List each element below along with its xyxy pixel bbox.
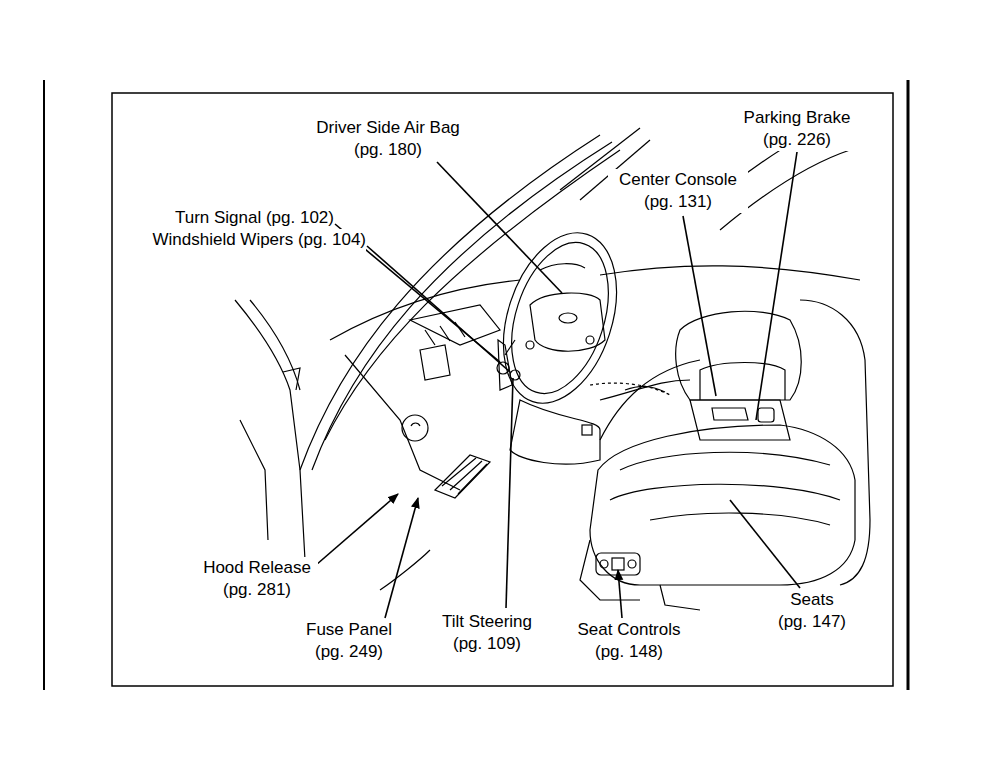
pedal <box>435 455 490 498</box>
callout-label: Parking Brake (pg. 226) <box>735 107 860 151</box>
callout-label: Tilt Steering (pg. 109) <box>431 611 543 655</box>
leader-line <box>730 500 800 588</box>
callout-label: Center Console (pg. 131) <box>608 169 748 213</box>
leader-line <box>506 378 513 608</box>
steering-column <box>497 340 520 390</box>
leader-line <box>367 246 510 372</box>
a-pillar <box>300 125 850 470</box>
leader-line <box>437 162 562 293</box>
dash-edge <box>380 550 430 590</box>
leader-line <box>756 152 797 420</box>
leader-line <box>316 494 398 565</box>
leader-line <box>618 570 622 618</box>
leader-line <box>683 216 716 396</box>
page-rule <box>43 80 45 690</box>
driver-seat <box>580 300 870 610</box>
callout-label: Driver Side Air Bag (pg. 180) <box>303 117 473 161</box>
steering-wheel <box>483 218 636 418</box>
door <box>235 300 305 560</box>
callout-label: Turn Signal (pg. 102) <box>175 207 334 229</box>
page-rule <box>907 80 910 690</box>
callout-label: Seat Controls (pg. 148) <box>567 619 692 663</box>
leader-line <box>385 498 418 618</box>
carpet-edge <box>590 383 670 395</box>
knob <box>402 415 428 441</box>
center-console <box>690 400 790 440</box>
dashboard <box>330 266 860 490</box>
passenger-seat <box>676 311 802 400</box>
frame <box>112 93 893 686</box>
callout-label: Windshield Wipers (pg. 104) <box>152 229 366 251</box>
leader-lines <box>316 152 800 618</box>
callout-label: Fuse Panel (pg. 249) <box>299 619 399 663</box>
callout-label: Seats (pg. 147) <box>775 589 849 633</box>
callout-label: Hood Release (pg. 281) <box>196 557 318 601</box>
knob-mark <box>411 423 420 426</box>
